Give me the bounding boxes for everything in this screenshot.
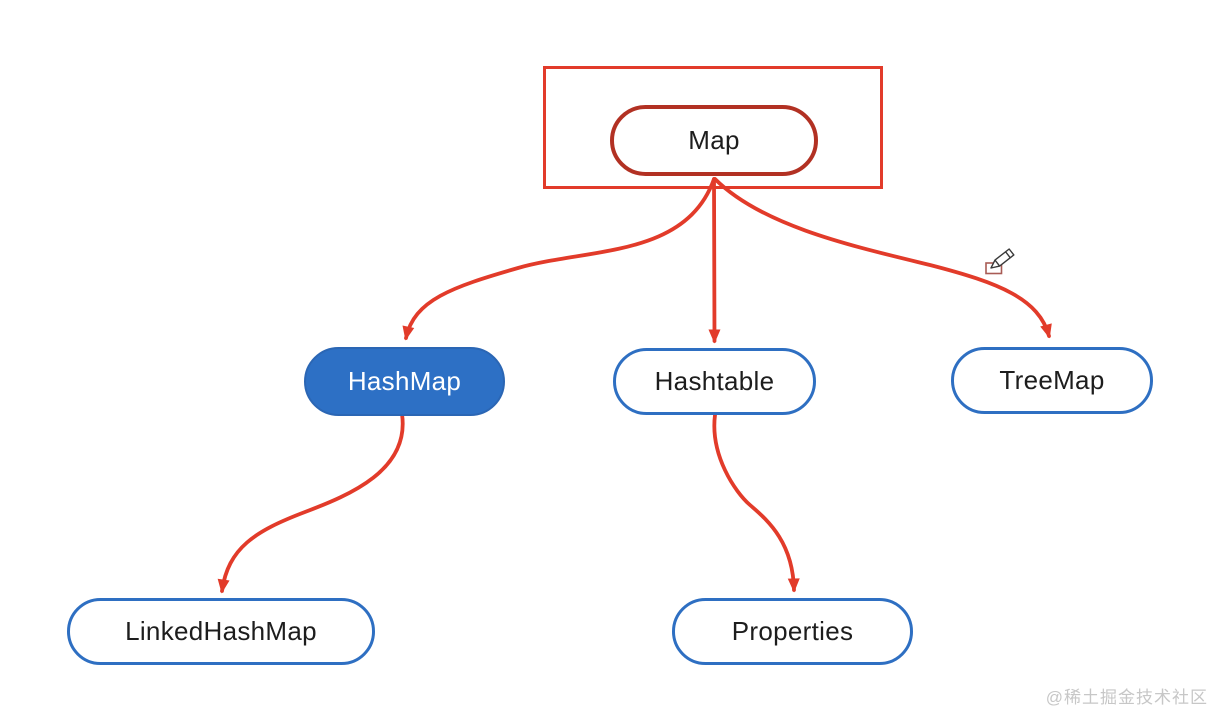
edge-hashmap-linkedhashmap[interactable] [217, 412, 405, 594]
node-map[interactable]: Map [610, 105, 818, 176]
node-properties[interactable]: Properties [672, 598, 913, 665]
edge-map-treemap[interactable] [713, 177, 1052, 339]
node-hashtable[interactable]: Hashtable [613, 348, 816, 415]
edge-map-hashtable[interactable] [708, 177, 721, 344]
selection-rect[interactable] [543, 66, 883, 189]
edge-map-hashmap[interactable] [402, 177, 716, 341]
node-hashmap[interactable]: HashMap [304, 347, 505, 416]
watermark: @稀土掘金技术社区 [1045, 688, 1208, 707]
node-treemap[interactable]: TreeMap [951, 347, 1153, 414]
edge-hashtable-properties[interactable] [712, 413, 800, 593]
pencil-cursor-icon [985, 248, 1015, 275]
node-linkedhashmap[interactable]: LinkedHashMap [67, 598, 375, 665]
